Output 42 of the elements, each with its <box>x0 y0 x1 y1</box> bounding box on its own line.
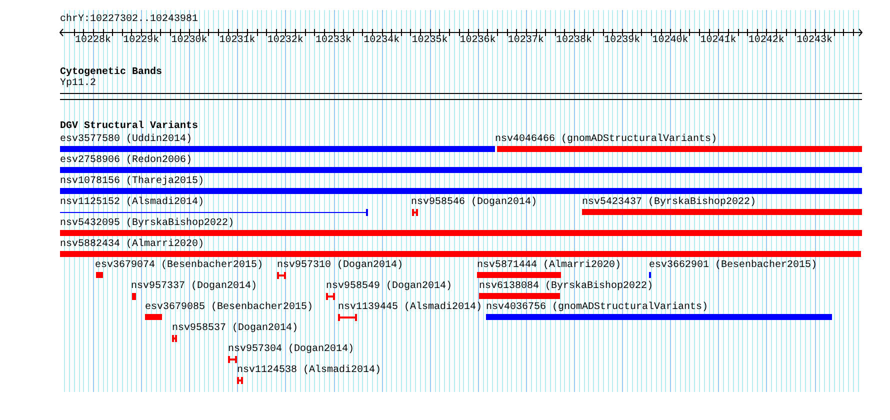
variant-label: esv2758906 (Redon2006) <box>60 155 192 166</box>
variant-label: nsv958546 (Dogan2014) <box>411 197 538 208</box>
tick-label: 10229k <box>123 35 160 46</box>
coordinate-range-label: chrY:10227302..10243981 <box>60 14 198 25</box>
tick-label: 10235k <box>412 35 448 46</box>
band-label: Yp11.2 <box>60 78 96 89</box>
variant-label: nsv5423437 (ByrskaBishop2022) <box>582 197 756 208</box>
tick-label: 10243k <box>796 35 833 46</box>
variant-label: nsv5882434 (Almarri2020) <box>60 239 204 250</box>
variant-label: nsv958537 (Dogan2014) <box>172 323 298 334</box>
variant-label: nsv4046466 (gnomADStructuralVariants) <box>495 134 718 145</box>
variant-label: nsv1125152 (Alsmadi2014) <box>60 197 204 208</box>
tick-label: 10234k <box>364 35 400 46</box>
variant-label: esv3679074 (Besenbacher2015) <box>95 260 264 271</box>
variant-label: nsv957304 (Dogan2014) <box>228 344 354 355</box>
variant-label: nsv6138084 (ByrskaBishop2022) <box>479 281 654 292</box>
tick-label: 10236k <box>460 35 496 46</box>
track-title: Cytogenetic Bands <box>60 67 162 78</box>
variant-label: nsv1139445 (Alsmadi2014) <box>338 302 482 313</box>
variant-label: esv3577580 (Uddin2014) <box>60 134 192 145</box>
tick-label: 10233k <box>316 35 352 46</box>
tick-label: 10239k <box>604 35 640 46</box>
tick-label: 10232k <box>267 35 304 46</box>
variant-label: nsv4036756 (gnomADStructuralVariants) <box>486 302 708 313</box>
tick-label: 10230k <box>171 35 208 46</box>
variant-label: nsv1124538 (Alsmadi2014) <box>237 365 382 376</box>
variant-label: nsv957337 (Dogan2014) <box>131 281 258 292</box>
variant-label: esv3662901 (Besenbacher2015) <box>649 260 818 271</box>
tick-label: 10240k <box>652 35 688 46</box>
tick-label: 10242k <box>748 35 784 46</box>
tick-label: 10231k <box>219 35 256 46</box>
variant-label: nsv5432095 (ByrskaBishop2022) <box>60 218 234 229</box>
tick-label: 10238k <box>556 35 592 46</box>
variant-label: nsv1078156 (Thareja2015) <box>60 176 204 187</box>
tick-label: 10228k <box>75 35 112 46</box>
variant-label: nsv5871444 (Almarri2020) <box>477 260 622 271</box>
track-title: DGV Structural Variants <box>60 121 198 132</box>
variant-label: nsv958549 (Dogan2014) <box>326 281 452 292</box>
tick-label: 10237k <box>508 35 544 46</box>
variant-label: nsv957310 (Dogan2014) <box>277 260 404 271</box>
tick-label: 10241k <box>700 35 736 46</box>
variant-label: esv3679085 (Besenbacher2015) <box>145 302 314 313</box>
